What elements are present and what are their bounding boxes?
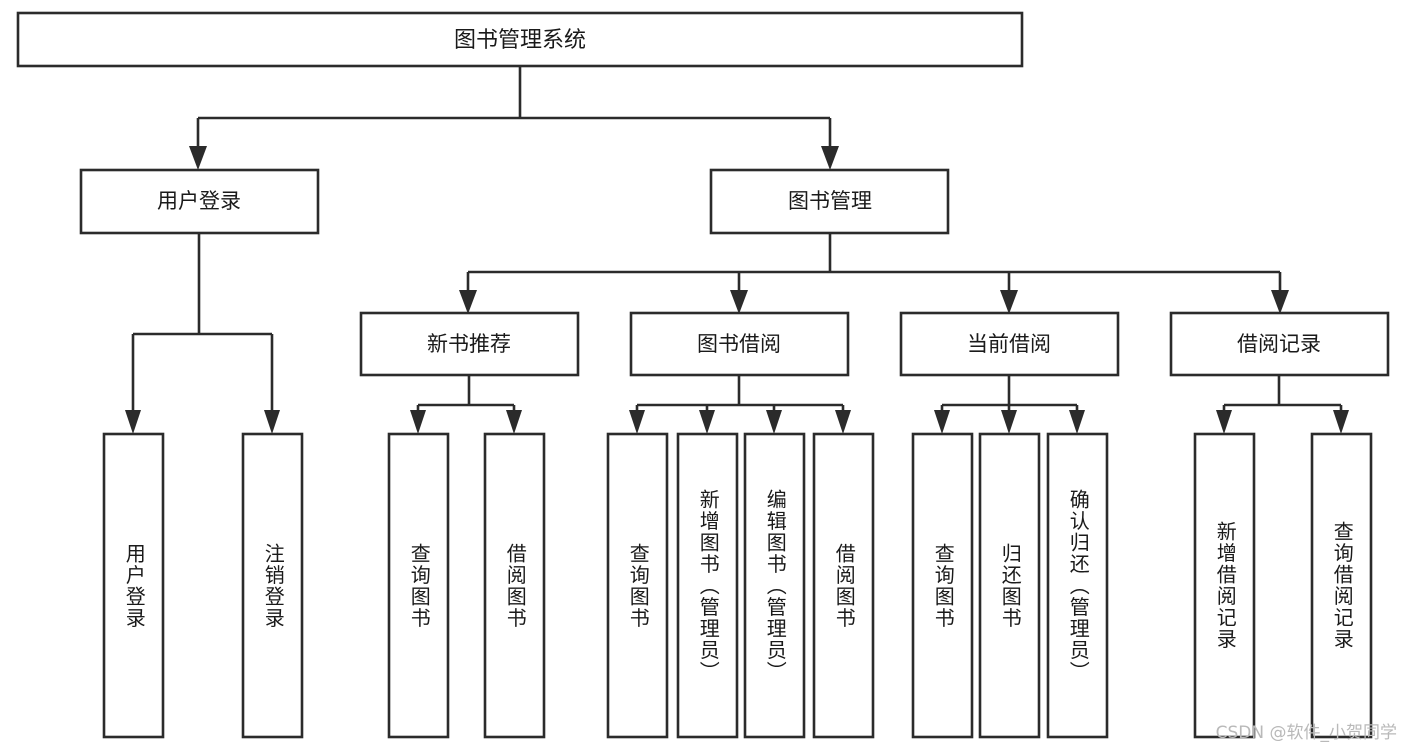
node-root-box[interactable] [16,11,1024,68]
leaf-box-cur-return[interactable] [978,432,1041,739]
node-book-management[interactable]: 图书管理 [709,168,950,235]
connector-group-bookmgmt [459,233,1289,314]
arrow-head-borrow [730,290,748,314]
arrow-head-nb-borrow [506,410,522,434]
node-new-book-recommend-box[interactable] [359,311,580,377]
leaf-box-nb-borrow[interactable] [483,432,546,739]
node-book-borrow[interactable]: 图书借阅 [629,311,850,377]
arrow-head-rec-query [1333,410,1349,434]
node-new-book-recommend-label: 新书推荐 [427,332,511,356]
node-book-borrow-label: 图书借阅 [697,332,781,356]
arrow-head-login [189,146,207,170]
arrow-head-bookmgmt [821,146,839,170]
arrow-head-newbook [459,290,477,314]
leaf-box-nb-query[interactable] [387,432,450,739]
connector-group-borrow [629,375,851,434]
leaf-box-br-borrow[interactable] [812,432,875,739]
node-current-borrow-label: 当前借阅 [967,332,1051,356]
node-new-book-recommend[interactable]: 新书推荐 [359,311,580,377]
arrow-head-rec-add [1216,410,1232,434]
node-book-management-label: 图书管理 [788,189,872,213]
leaf-box-rec-query[interactable] [1310,432,1373,739]
connector-group-records [1216,375,1349,434]
arrow-head-br-borrow [835,410,851,434]
node-book-borrow-box[interactable] [629,311,850,377]
connector-group-login [125,233,280,434]
arrow-head-br-add [699,410,715,434]
leaf-box-cur-query[interactable] [911,432,974,739]
node-borrow-records[interactable]: 借阅记录 [1169,311,1390,377]
node-current-borrow-box[interactable] [899,311,1120,377]
leaf-box-br-edit[interactable] [743,432,806,739]
connector-group-root [189,66,839,170]
arrow-head-records [1271,290,1289,314]
leaf-box-br-query[interactable] [606,432,669,739]
arrow-head-current [1000,290,1018,314]
node-user-login[interactable]: 用户登录 [79,168,320,235]
arrow-head-cur-confirm [1069,410,1085,434]
leaf-box-br-add[interactable] [676,432,739,739]
leaf-box-cur-confirm[interactable] [1046,432,1109,739]
node-root-label: 图书管理系统 [454,28,586,53]
arrow-head-br-query [629,410,645,434]
csdn-watermark: CSDN @软件_小贺同学 [1215,723,1397,743]
connector-group-current [934,375,1085,434]
leaf-box-rec-add[interactable] [1193,432,1256,739]
arrow-head-cur-query [934,410,950,434]
node-borrow-records-box[interactable] [1169,311,1390,377]
arrow-head-br-edit [766,410,782,434]
node-root[interactable]: 图书管理系统 [16,11,1024,68]
node-book-management-box[interactable] [709,168,950,235]
leaf-box-user-logout[interactable] [241,432,304,739]
connector-group-newbook [410,375,522,434]
node-user-login-label: 用户登录 [157,189,241,213]
node-current-borrow[interactable]: 当前借阅 [899,311,1120,377]
node-borrow-records-label: 借阅记录 [1237,332,1321,356]
node-user-login-box[interactable] [79,168,320,235]
arrow-head-user-logout [264,410,280,434]
leaf-box-group [102,432,1373,739]
arrow-head-cur-return [1001,410,1017,434]
arrow-head-nb-query [410,410,426,434]
arrow-head-user-login [125,410,141,434]
leaf-box-user-login[interactable] [102,432,165,739]
